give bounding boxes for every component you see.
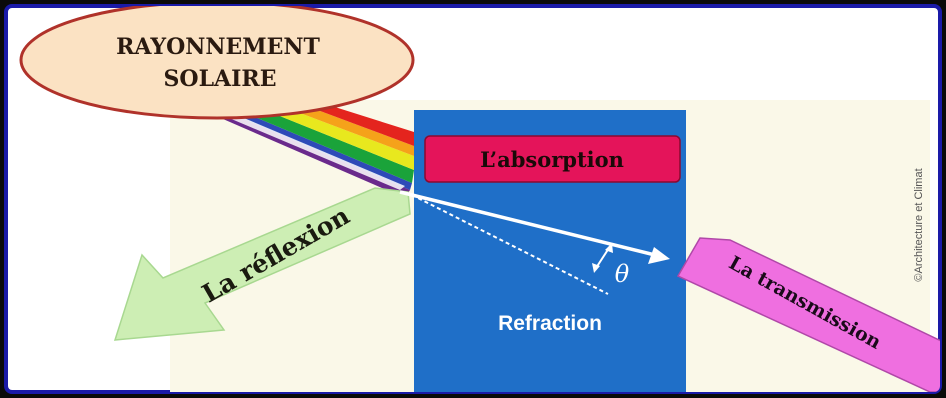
absorption-label-box — [424, 135, 681, 183]
source-label-line1: RAYONNEMENT — [116, 34, 320, 60]
source-label-line2: SOLAIRE — [164, 66, 277, 92]
dashed-incident-continuation — [411, 194, 609, 295]
reflexion-arrow — [113, 187, 411, 341]
source-ellipse — [19, 6, 415, 120]
refracted-ray — [399, 190, 670, 264]
refraction-label: Refraction — [498, 312, 602, 335]
angle-marker — [592, 243, 613, 273]
angle-theta-label: θ — [615, 260, 630, 288]
absorption-label: L’absorption — [480, 147, 624, 172]
credit-label: ©Architecture et Climat — [913, 168, 925, 281]
transmission-arrow — [676, 237, 940, 392]
